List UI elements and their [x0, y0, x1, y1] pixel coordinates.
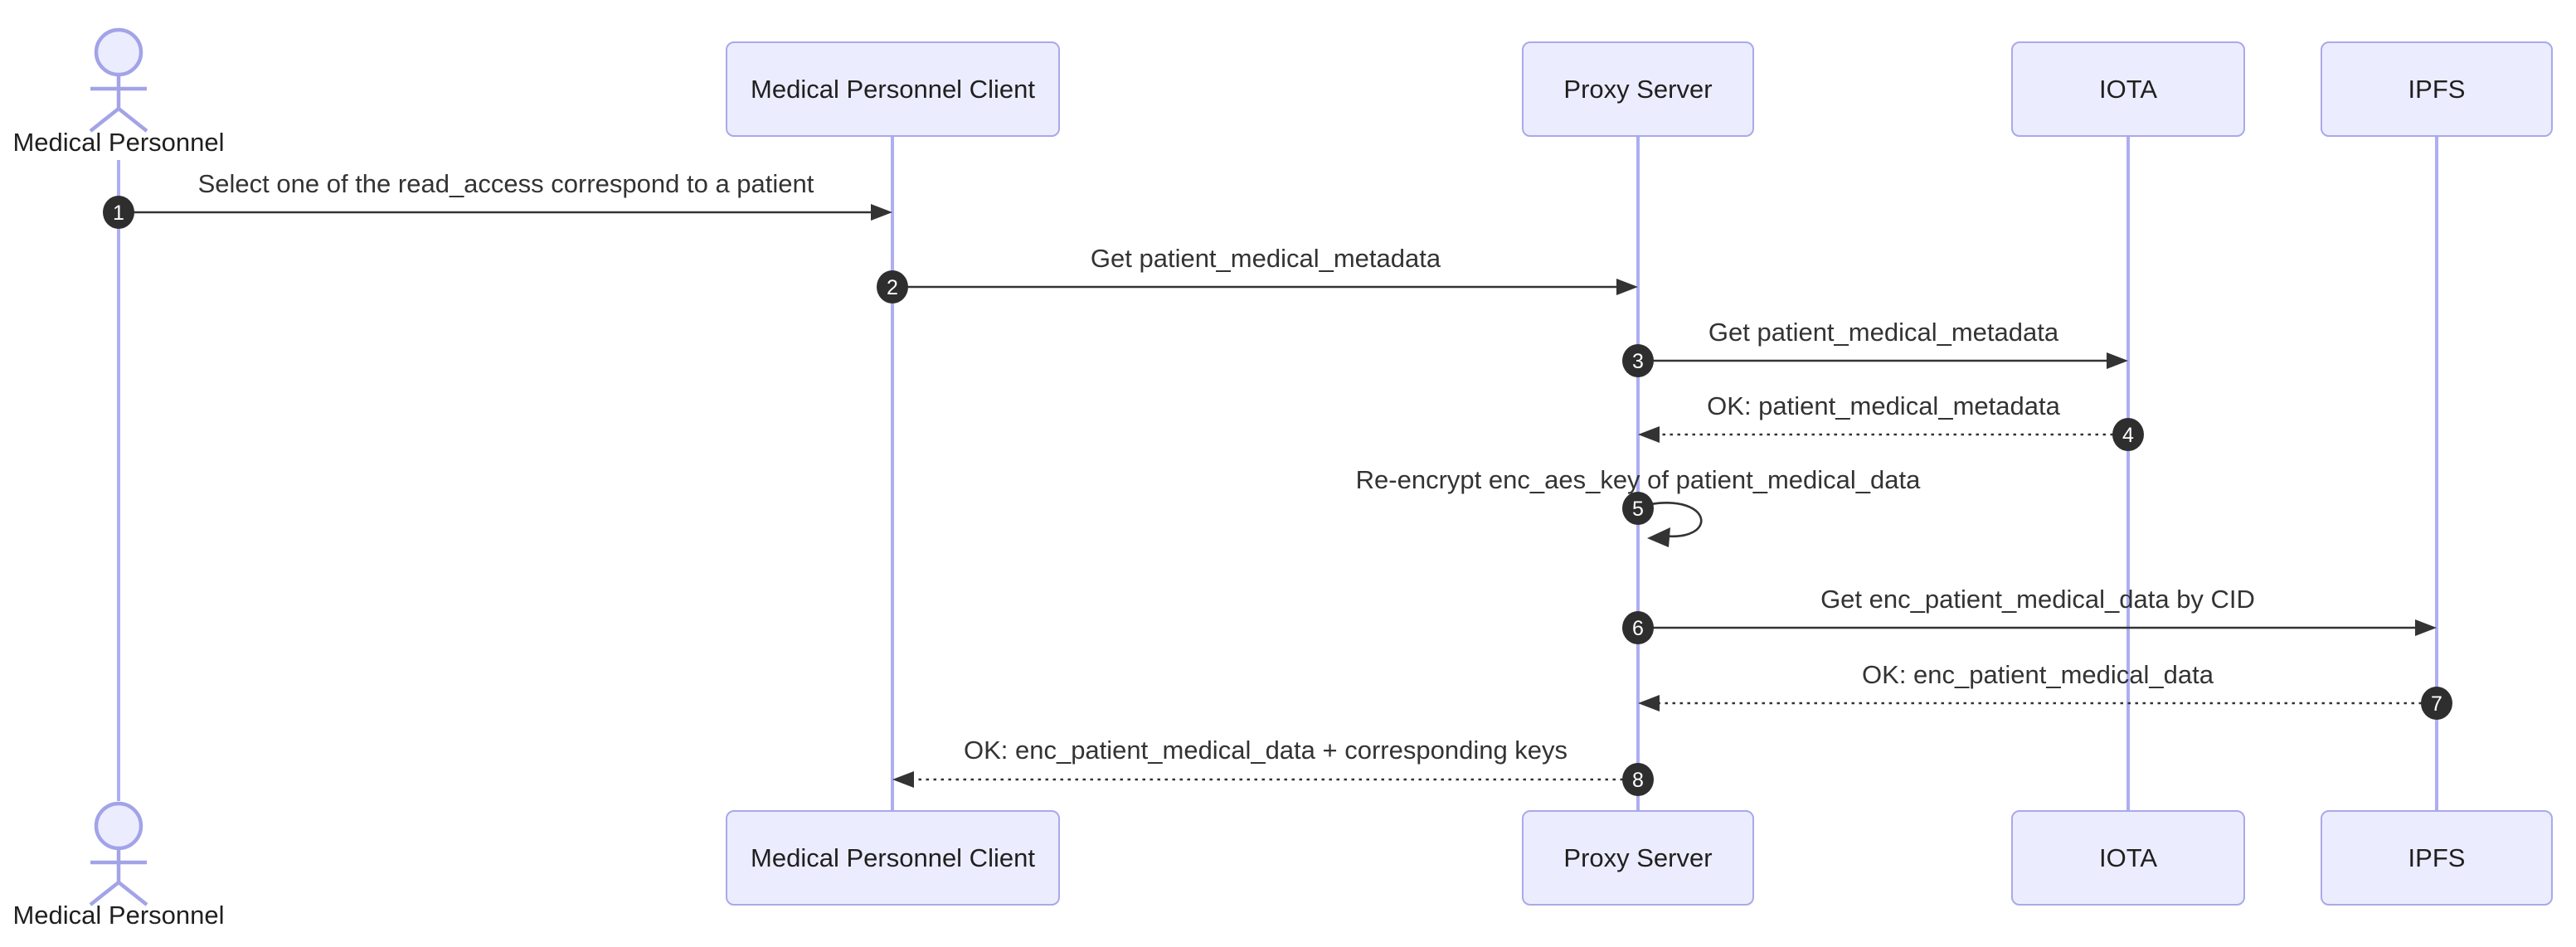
participant-box-ipfs-bottom: IPFS [2321, 810, 2553, 906]
message-8-arrow: 8 [892, 763, 1654, 796]
sequence-number-badge [2421, 687, 2452, 720]
message-3-label: Get patient_medical_metadata [1708, 318, 2059, 347]
sequence-number: 6 [1632, 617, 1644, 640]
sequence-number: 1 [113, 202, 124, 225]
message-6-arrow: 6 [1622, 611, 2437, 644]
self-loop-curve [1650, 502, 1703, 538]
sequence-number: 5 [1632, 498, 1644, 521]
message-4-label: OK: patient_medical_metadata [1707, 391, 2060, 420]
message-4-arrow: 4 [1638, 418, 2144, 451]
arrowhead-right-icon [2107, 352, 2128, 369]
actor-figure-medical-personnel-bottom [89, 801, 148, 906]
participant-box-medical-personnel-client-bottom: Medical Personnel Client [726, 810, 1060, 906]
participant-box-medical-personnel-client-top: Medical Personnel Client [726, 41, 1060, 137]
arrowhead-right-icon [2415, 619, 2437, 636]
participant-box-iota-top: IOTA [2011, 41, 2245, 137]
actor-right-leg [117, 107, 148, 133]
message-7-label: OK: enc_patient_medical_data [1862, 660, 2214, 689]
sequence-number: 3 [1632, 350, 1644, 373]
arrowhead-left-icon [1638, 695, 1660, 711]
participant-box-proxy-server-top: Proxy Server [1522, 41, 1754, 137]
arrowhead-right-icon [871, 204, 892, 221]
participant-box-iota-bottom: IOTA [2011, 810, 2245, 906]
sequence-number: 7 [2431, 692, 2442, 716]
sequence-number-badge [877, 270, 908, 304]
sequence-number-badge [1622, 611, 1654, 644]
actor-left-leg [89, 881, 120, 906]
message-1-arrow: 1 [103, 196, 892, 229]
participant-box-proxy-server-bottom: Proxy Server [1522, 810, 1754, 906]
message-8-label: OK: enc_patient_medical_data + correspon… [963, 736, 1568, 765]
participant-box-ipfs-top: IPFS [2321, 41, 2553, 137]
arrowhead-right-icon [1616, 279, 1638, 295]
actor-head-icon [94, 801, 143, 851]
sequence-number-badge [1622, 344, 1654, 377]
sequence-number-badge [103, 196, 134, 229]
sequence-number: 2 [887, 276, 898, 299]
sequence-number-badge [1622, 492, 1654, 525]
sequence-number-badge [1622, 763, 1654, 796]
actor-left-leg [89, 107, 120, 133]
sequence-number: 8 [1632, 769, 1644, 792]
actor-label-medical-personnel-bottom: Medical Personnel [12, 901, 225, 930]
sequence-number: 4 [2122, 424, 2134, 447]
message-5-label: Re-encrypt enc_aes_key of patient_medica… [1355, 465, 1921, 494]
message-2-arrow: 2 [877, 270, 1638, 304]
actor-figure-medical-personnel-top [89, 27, 148, 133]
message-5-self-loop: 5 [1622, 492, 1703, 547]
actor-right-leg [117, 881, 148, 906]
arrowhead-left-icon [892, 771, 914, 788]
arrowhead-left-icon [1647, 527, 1670, 547]
arrowhead-left-icon [1638, 426, 1660, 443]
actor-label-medical-personnel-top: Medical Personnel [12, 128, 225, 157]
message-7-arrow: 7 [1638, 687, 2452, 720]
message-6-label: Get enc_patient_medical_data by CID [1820, 585, 2255, 614]
message-2-label: Get patient_medical_metadata [1090, 244, 1441, 273]
sequence-number-badge [2112, 418, 2144, 451]
message-1-label: Select one of the read_access correspond… [197, 169, 814, 198]
message-3-arrow: 3 [1622, 344, 2128, 377]
actor-head-icon [94, 27, 143, 77]
